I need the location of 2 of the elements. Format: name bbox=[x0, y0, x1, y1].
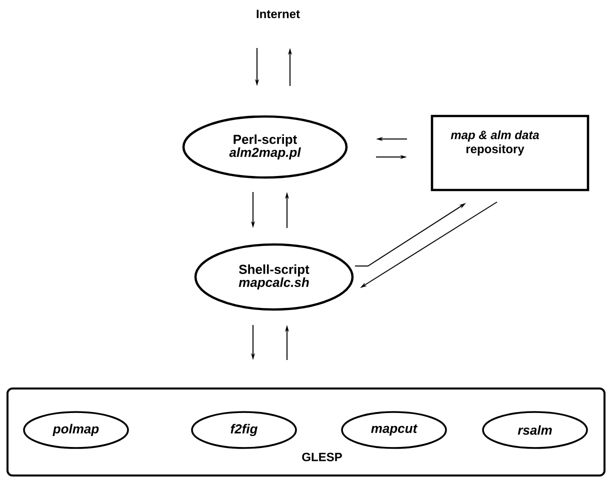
repository-box: map & alm data repository bbox=[430, 114, 590, 192]
label-text: Internet bbox=[256, 10, 300, 18]
